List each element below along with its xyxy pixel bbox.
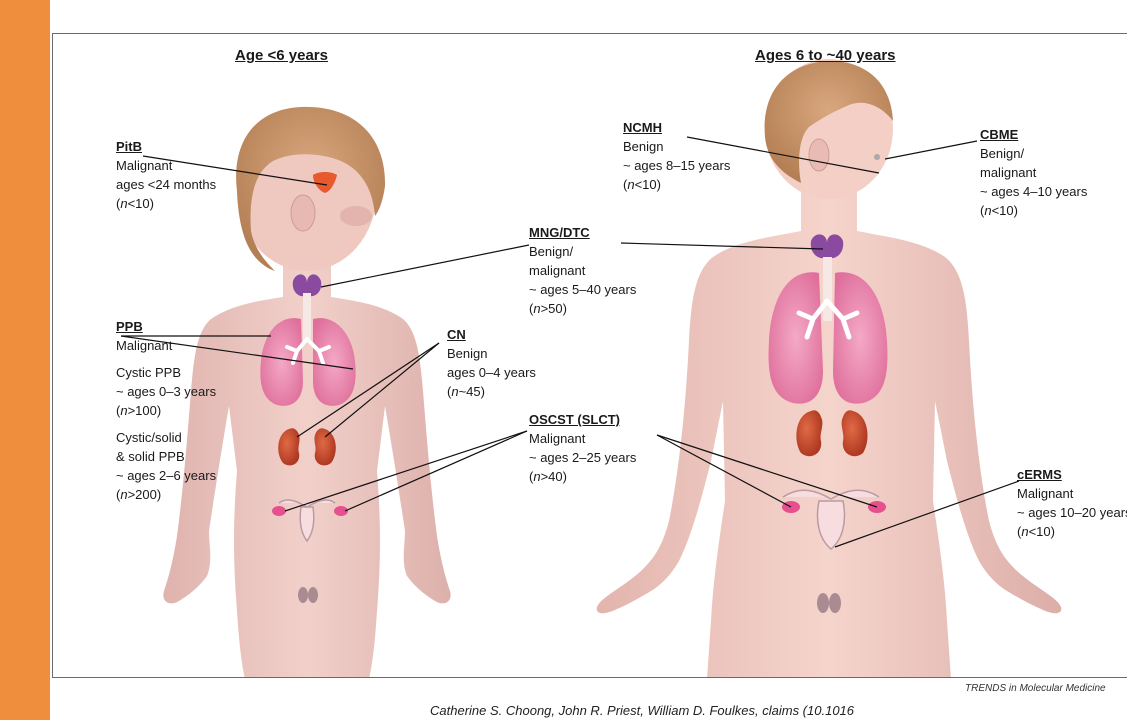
label-ncmh-line: Benign [623,137,730,156]
label-ppb: PPB Malignant Cystic PPB ~ ages 0–3 year… [116,317,216,504]
label-cbme-count: (n<10) [980,201,1087,220]
adult-ear [809,139,829,171]
label-ncmh-line: ~ ages 8–15 years [623,156,730,175]
label-cbme-line: ~ ages 4–10 years [980,182,1087,201]
label-ppb-line: Malignant [116,336,216,355]
label-mng-line: ~ ages 5–40 years [529,280,636,299]
label-mng-line: malignant [529,261,636,280]
heading-age-under-6: Age <6 years [235,47,328,64]
label-cerms: cERMS Malignant ~ ages 10–20 years (n<10… [1017,465,1127,541]
label-cn-line: Benign [447,344,536,363]
child-cheek [340,206,372,226]
label-pitb-line: Malignant [116,156,216,175]
label-cn: CN Benign ages 0–4 years (n~45) [447,325,536,401]
label-pitb-abbr: PitB [116,137,216,156]
label-ppb-group2: ~ ages 2–6 years [116,466,216,485]
label-ppb-group1: Cystic PPB [116,363,216,382]
label-mng-line: Benign/ [529,242,636,261]
label-ncmh-abbr: NCMH [623,118,730,137]
label-cn-abbr: CN [447,325,536,344]
label-ncmh: NCMH Benign ~ ages 8–15 years (n<10) [623,118,730,194]
label-cn-line: ages 0–4 years [447,363,536,382]
label-oscst-abbr: OSCST (SLCT) [529,410,636,429]
child-left-ovary [272,506,286,516]
adult-trachea [823,257,832,321]
child-ear [291,195,315,231]
child-bladder-right [308,587,318,603]
label-oscst-line: ~ ages 2–25 years [529,448,636,467]
label-cerms-abbr: cERMS [1017,465,1127,484]
author-credit: Catherine S. Choong, John R. Priest, Wil… [430,703,854,718]
label-pitb-count: (n<10) [116,194,216,213]
adult-bladder-left [817,593,829,613]
label-cbme: CBME Benign/ malignant ~ ages 4–10 years… [980,125,1087,220]
journal-credit: TRENDS in Molecular Medicine [965,683,1106,694]
child-bladder-left [298,587,308,603]
adult-eye [874,154,880,160]
label-cbme-abbr: CBME [980,125,1087,144]
label-mng-dtc: MNG/DTC Benign/ malignant ~ ages 5–40 ye… [529,223,636,318]
label-cerms-line: ~ ages 10–20 years [1017,503,1127,522]
label-ppb-group1: ~ ages 0–3 years [116,382,216,401]
figure-frame: Age <6 years Ages 6 to ~40 years PitB Ma… [52,33,1127,678]
label-ppb-count2: (n>200) [116,485,216,504]
label-cbme-line: Benign/ [980,144,1087,163]
label-cbme-line: malignant [980,163,1087,182]
label-pitb-line: ages <24 months [116,175,216,194]
label-oscst: OSCST (SLCT) Malignant ~ ages 2–25 years… [529,410,636,486]
label-cn-count: (n~45) [447,382,536,401]
orange-margin-strip [0,0,50,720]
label-ncmh-count: (n<10) [623,175,730,194]
label-ppb-group2: Cystic/solid [116,428,216,447]
label-cerms-line: Malignant [1017,484,1127,503]
heading-ages-6-to-40: Ages 6 to ~40 years [755,47,896,64]
label-ppb-abbr: PPB [116,317,216,336]
label-mng-count: (n>50) [529,299,636,318]
label-ppb-group2: & solid PPB [116,447,216,466]
label-ppb-count1: (n>100) [116,401,216,420]
label-oscst-count: (n>40) [529,467,636,486]
child-trachea [303,293,311,341]
adult-bladder-right [829,593,841,613]
label-cerms-count: (n<10) [1017,522,1127,541]
label-mng-abbr: MNG/DTC [529,223,636,242]
label-oscst-line: Malignant [529,429,636,448]
leader-cbme [885,141,977,159]
label-pitb: PitB Malignant ages <24 months (n<10) [116,137,216,213]
top-band [50,0,1127,33]
